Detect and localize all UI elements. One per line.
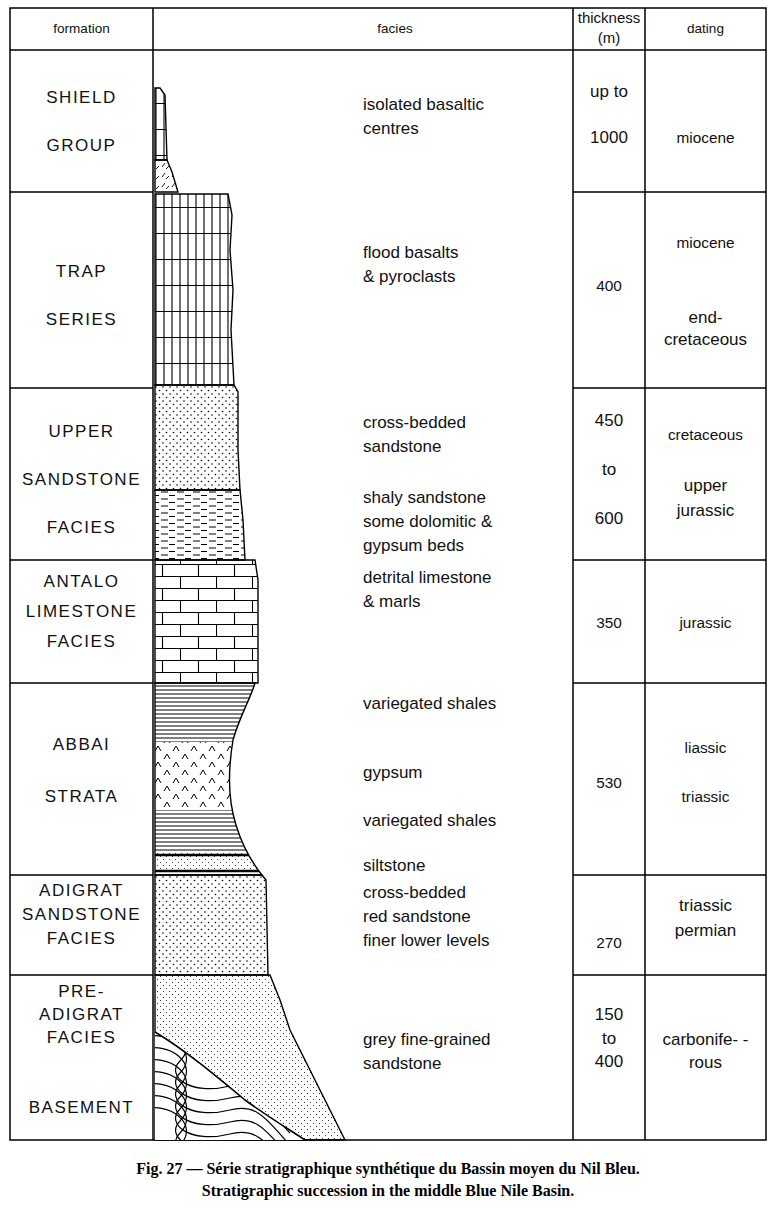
- age-label: miocene: [645, 126, 766, 150]
- figure-caption: Fig. 27 — Série stratigraphique synthéti…: [93, 1158, 683, 1202]
- thickness-cell: up to 1000: [573, 50, 645, 192]
- abbai-strata: [150, 855, 270, 871]
- dating-cell: carbonife- -rous: [645, 975, 766, 1140]
- facies-label: grey fine-grained sandstone: [363, 1028, 515, 1076]
- formation-name: TRAP SERIES: [22, 248, 142, 344]
- thickness-cell: 350: [573, 560, 645, 683]
- formation-name: UPPER SANDSTONE FACIES: [22, 408, 142, 552]
- facies-label: siltstone: [363, 854, 425, 878]
- facies-label: isolated basaltic centres: [363, 93, 503, 141]
- age-label: upper jurassic: [666, 473, 746, 523]
- facies-label: gypsum: [363, 761, 423, 785]
- abbai-strata: [150, 683, 270, 875]
- formation-cell: ABBAI STRATA: [10, 683, 153, 875]
- basement-folds: [140, 1024, 305, 1205]
- age-label: triassic permian: [666, 893, 746, 943]
- thickness-value: up to 1000: [584, 69, 634, 161]
- trap-basalt: [155, 194, 234, 385]
- formation-cell: ANTALO LIMESTONE FACIES: [10, 560, 153, 683]
- age-label: liassic: [645, 736, 766, 760]
- dating-cell: jurassic: [645, 560, 766, 683]
- thickness-value: 150 to 400: [591, 1003, 627, 1074]
- table-grid: [10, 192, 153, 975]
- age-label: jurassic: [645, 611, 766, 635]
- shield-basalt: [155, 88, 167, 160]
- basement-folds: [140, 1024, 290, 1205]
- abbai-strata: [150, 742, 270, 810]
- age-label: triassic: [645, 785, 766, 809]
- shield-basalt: [155, 160, 178, 192]
- thickness-cell: 530: [573, 683, 645, 875]
- formation-cell: PRE- ADIGRAT FACIES BASEMENT: [10, 975, 153, 1140]
- age-label: miocene: [645, 231, 766, 255]
- header-cell: formation: [10, 8, 153, 50]
- facies-label: cross-bedded sandstone: [363, 411, 478, 459]
- abbai-strata: [155, 683, 262, 875]
- table-grid: [10, 8, 766, 1140]
- thickness-cell: 400: [573, 192, 645, 388]
- age-label: carbonife- -rous: [658, 1028, 753, 1074]
- thickness-cell: 270: [573, 875, 645, 975]
- formation-name: SHIELD GROUP: [22, 74, 142, 170]
- abbai-strata: [150, 852, 270, 875]
- header-cell: dating: [645, 8, 766, 50]
- formation-name: ABBAI STRATA: [22, 719, 142, 823]
- table-grid: [10, 8, 766, 1140]
- facies-label: variegated shales: [363, 692, 496, 716]
- dating-cell: triassic permian: [645, 875, 766, 975]
- basement-folds: [140, 1072, 290, 1169]
- trap-basalt: [155, 194, 234, 385]
- basement-folds: [155, 1032, 305, 1140]
- dating-cell: liassic triassic: [645, 683, 766, 875]
- abbai-strata: [150, 683, 270, 875]
- facies-label: detrital limestone & marls: [363, 566, 498, 614]
- column-heading: facies: [153, 20, 573, 38]
- formation-name: BASEMENT: [22, 1096, 142, 1120]
- header-cell: thickness (m): [573, 8, 645, 50]
- thickness-cell: 150 to 400: [573, 975, 645, 1140]
- adigrat-sandstone: [155, 875, 268, 975]
- upper-sandstone: [155, 385, 245, 560]
- formation-cell: SHIELD GROUP: [10, 50, 153, 192]
- thickness-value: 270: [573, 931, 645, 955]
- formation-cell: ADIGRAT SANDSTONE FACIES: [10, 875, 153, 975]
- dating-cell: miocene end- cretaceous: [645, 192, 766, 388]
- shield-basalt: [155, 88, 178, 192]
- table-grid: [573, 192, 766, 975]
- upper-sandstone: [155, 490, 245, 560]
- header-cell: facies: [153, 8, 573, 50]
- upper-sandstone: [155, 385, 240, 490]
- age-label: cretaceous: [645, 423, 766, 447]
- thickness-value: 530: [573, 771, 645, 795]
- facies-label: variegated shales: [363, 809, 496, 833]
- table-grid: [10, 8, 766, 1140]
- formation-name: ADIGRAT SANDSTONE FACIES: [22, 879, 142, 951]
- column-heading: formation: [10, 20, 153, 38]
- thickness-value: 350: [573, 611, 645, 635]
- antalo-limestone: [155, 560, 258, 683]
- adigrat-sandstone: [155, 875, 268, 975]
- facies-label: cross-bedded red sandstone finer lower l…: [363, 881, 494, 953]
- dating-cell: cretaceous upper jurassic: [645, 388, 766, 560]
- formation-name: ANTALO LIMESTONE FACIES: [22, 567, 142, 657]
- age-label: end- cretaceous: [656, 307, 756, 351]
- facies-label: shaly sandstone some dolomitic & gypsum …: [363, 486, 498, 558]
- column-heading: thickness (m): [575, 8, 643, 48]
- antalo-limestone: [155, 560, 258, 683]
- formation-cell: TRAP SERIES: [10, 192, 153, 388]
- basement-folds: [140, 1096, 290, 1193]
- dating-cell: miocene: [645, 50, 766, 192]
- formation-cell: UPPER SANDSTONE FACIES: [10, 388, 153, 560]
- thickness-value: 450 to 600: [591, 396, 627, 543]
- formation-name: PRE- ADIGRAT FACIES: [22, 980, 142, 1049]
- abbai-strata: [150, 810, 270, 852]
- column-heading: dating: [645, 20, 766, 38]
- thickness-cell: 450 to 600: [573, 388, 645, 560]
- thickness-value: 400: [573, 274, 645, 298]
- facies-label: flood basalts & pyroclasts: [363, 241, 473, 289]
